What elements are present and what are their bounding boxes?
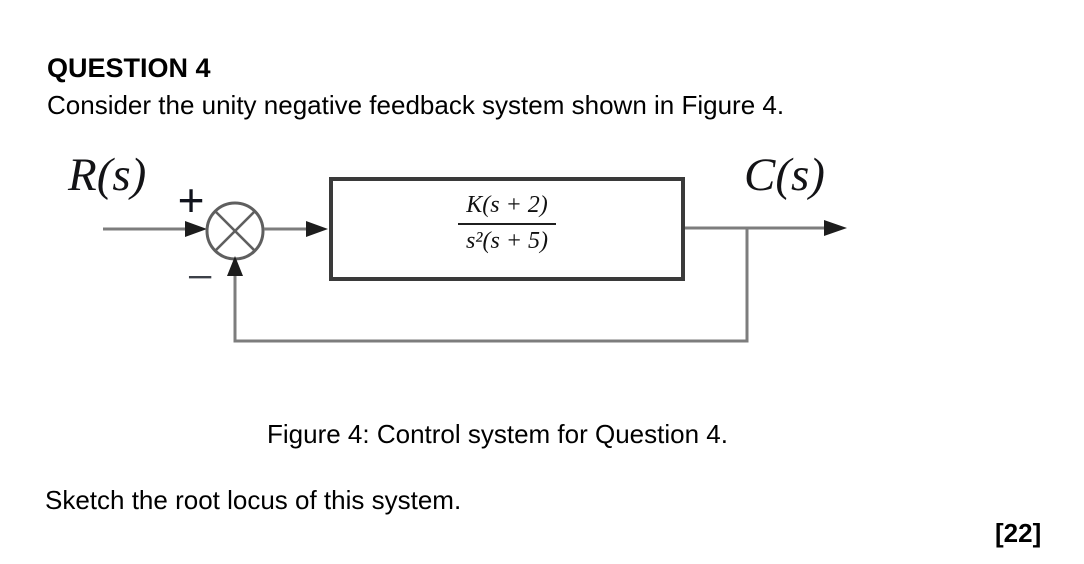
- input-arrow: [103, 221, 207, 237]
- tf-denominator: s²(s + 5): [457, 223, 557, 256]
- question-title: QUESTION 4: [47, 53, 211, 83]
- output-arrow: [685, 220, 847, 236]
- input-signal-label: R(s): [68, 149, 147, 201]
- up-arrowhead-icon: [227, 256, 243, 276]
- right-arrowhead-icon: [824, 220, 847, 236]
- task-text: Sketch the root locus of this system.: [45, 485, 462, 515]
- question-intro: Consider the unity negative feedback sys…: [47, 90, 785, 120]
- summing-junction: [205, 201, 265, 261]
- marks-badge: [22]: [995, 518, 1042, 548]
- output-signal-label: C(s): [744, 149, 825, 201]
- right-arrowhead-icon: [185, 221, 207, 237]
- right-arrowhead-icon: [306, 221, 328, 237]
- feedback-path: [227, 228, 749, 343]
- tf-numerator: K(s + 2): [466, 192, 548, 219]
- sum-minus-sign: −: [186, 251, 214, 305]
- transfer-function: K(s + 2) s²(s + 5): [331, 179, 683, 279]
- sum-plus-sign: +: [177, 173, 205, 226]
- sum-to-block-arrow: [264, 221, 328, 237]
- figure-caption: Figure 4: Control system for Question 4.: [267, 419, 728, 449]
- transfer-block-outline: [329, 177, 685, 281]
- transfer-function-fraction: K(s + 2) s²(s + 5): [457, 192, 557, 256]
